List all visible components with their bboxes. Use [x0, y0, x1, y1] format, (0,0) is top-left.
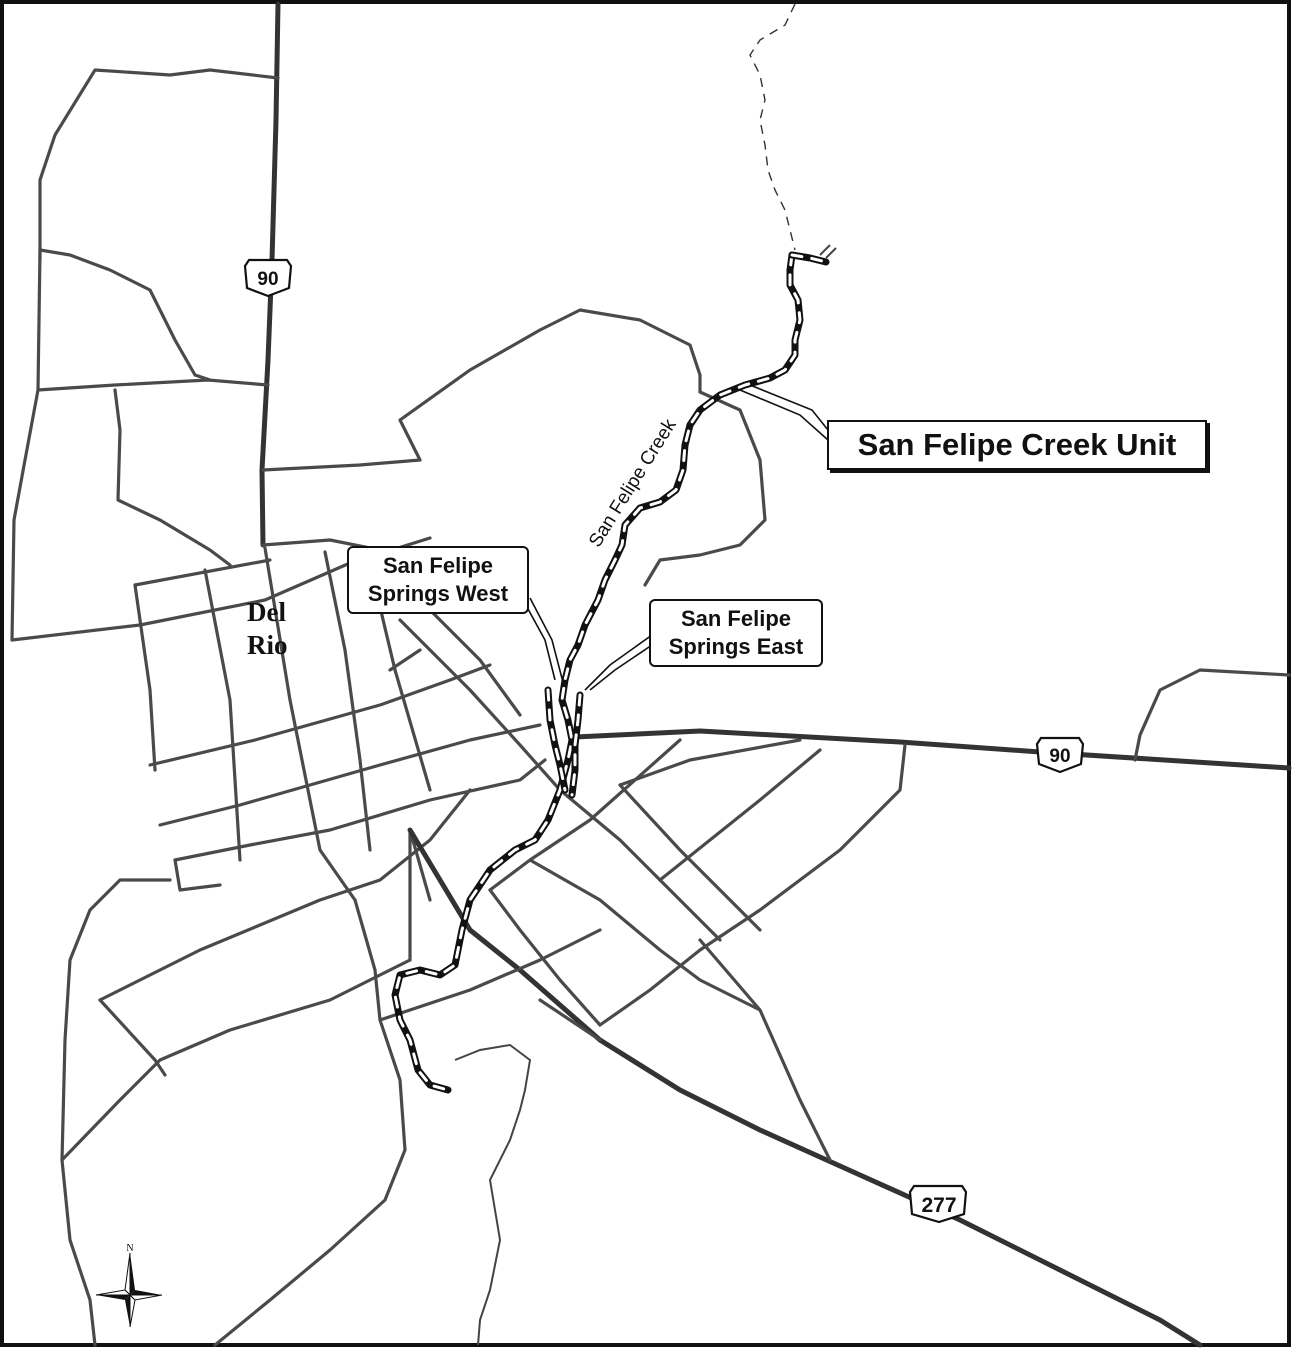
callout-springs-west: San Felipe Springs West	[347, 546, 529, 614]
creek-headwater	[749, 3, 796, 251]
callout-east-line2: Springs East	[668, 634, 804, 659]
road-network	[10, 1, 1292, 1348]
us90-east-shield: 90	[1035, 736, 1085, 774]
callout-east-line1: San Felipe	[680, 606, 792, 631]
town-label-del-rio: Del Rio	[247, 596, 288, 662]
callout-west-line2: Springs West	[367, 581, 509, 606]
us277-shield: 277	[908, 1184, 968, 1224]
callout-creek-unit: San Felipe Creek Unit	[827, 420, 1207, 470]
unit-leader-line	[739, 389, 829, 441]
us90-north-shield-text: 90	[257, 269, 278, 290]
unit-leader-line-2	[749, 384, 829, 431]
compass-rose: N	[95, 1243, 163, 1328]
us90-north-shield: 90	[243, 258, 293, 298]
us277-shield-text: 277	[921, 1194, 956, 1217]
town-label-line2: Rio	[247, 630, 288, 660]
west-leader-line-2	[529, 597, 566, 691]
east-leader-line	[584, 634, 653, 691]
us90-east-shield-text: 90	[1049, 746, 1070, 767]
callout-springs-east: San Felipe Springs East	[649, 599, 823, 667]
creek-headwater-fork	[819, 244, 837, 259]
creek-unit-line	[391, 251, 830, 1094]
callout-unit-label: San Felipe Creek Unit	[857, 427, 1177, 462]
callout-west-line1: San Felipe	[382, 553, 494, 578]
town-label-line1: Del	[247, 597, 286, 627]
compass-north-label: N	[126, 1243, 133, 1254]
west-leader-line	[521, 597, 556, 681]
east-leader-line-2	[589, 644, 653, 691]
